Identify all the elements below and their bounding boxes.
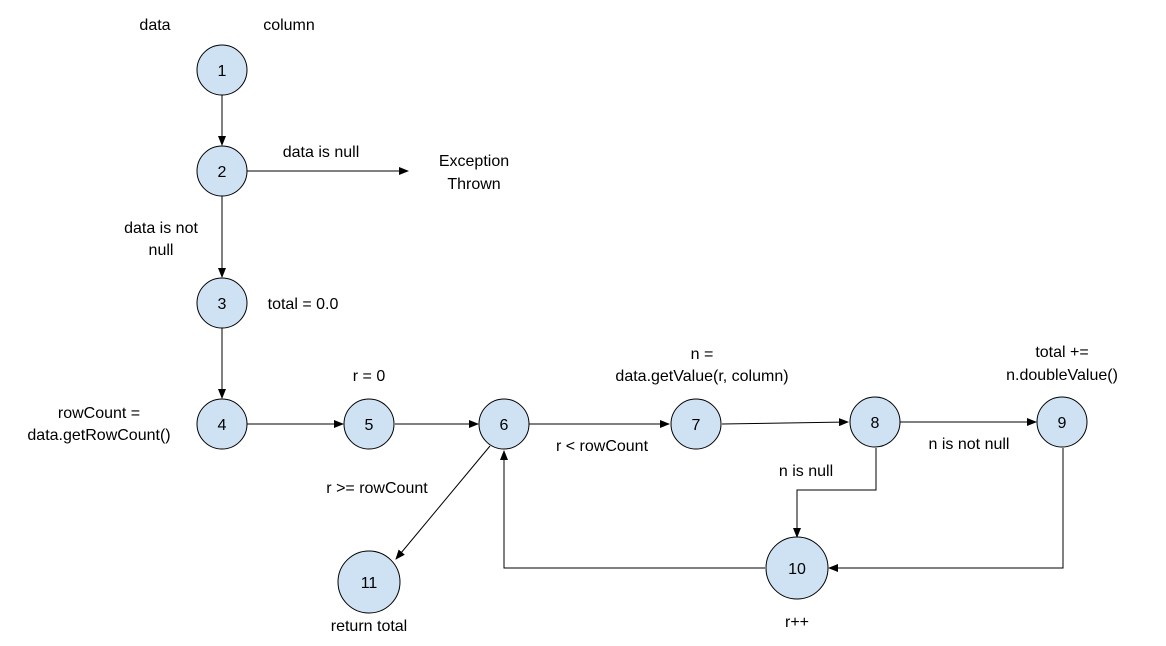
node-4-statement-line2: data.getRowCount() [27, 427, 170, 444]
node-7-statement-line2: data.getValue(r, column) [615, 368, 788, 385]
node-6: 6 [478, 398, 530, 450]
edge-6-11 [395, 445, 491, 560]
node-11: 11 [337, 550, 401, 614]
node-5-label: 5 [365, 417, 374, 434]
node-8: 8 [849, 396, 901, 448]
edge-7-8 [721, 418, 849, 427]
node-4-label: 4 [218, 417, 227, 434]
edge-label-data-is-null: data is null [283, 144, 360, 161]
node-5: 5 [343, 398, 395, 450]
node-7-label: 7 [692, 417, 701, 434]
node-4-statement-line1: rowCount = [58, 405, 140, 422]
node-10-label: 10 [788, 561, 806, 578]
exception-label-line1: Exception [439, 153, 509, 170]
edge-10-6 [500, 450, 765, 569]
exception-label-line2: Thrown [447, 176, 500, 193]
node-3-label: 3 [218, 296, 227, 313]
node-1: 1 [196, 44, 248, 96]
edge-label-data-not-null-line2: null [149, 242, 174, 259]
node-2: 2 [196, 145, 248, 197]
edge-8-10 [793, 448, 877, 538]
node-9-statement-line1: total += [1035, 344, 1088, 361]
node-8-label: 8 [871, 415, 880, 432]
node-10-statement: r++ [785, 614, 809, 631]
node-7: 7 [670, 398, 722, 450]
param-column-label: column [263, 17, 315, 34]
node-6-label: 6 [500, 417, 509, 434]
nodes: 1 2 3 4 5 6 7 8 [196, 44, 1088, 614]
edge-label-r-lt-rowcount: r < rowCount [556, 438, 649, 455]
node-5-statement: r = 0 [353, 368, 386, 385]
edge-label-n-not-null: n is not null [929, 436, 1010, 453]
node-7-statement-line1: n = [691, 346, 714, 363]
param-data-label: data [139, 17, 170, 34]
node-9-label: 9 [1058, 415, 1067, 432]
node-4: 4 [196, 398, 248, 450]
annotations: data column data is null Exception Throw… [27, 17, 1117, 635]
edges [218, 95, 1064, 572]
node-3-statement: total = 0.0 [268, 296, 339, 313]
node-3: 3 [196, 277, 248, 329]
node-9: 9 [1036, 396, 1088, 448]
node-10: 10 [765, 536, 829, 600]
node-11-statement: return total [331, 618, 407, 635]
node-2-label: 2 [218, 164, 227, 181]
node-11-label: 11 [361, 575, 378, 592]
node-1-label: 1 [218, 63, 227, 80]
edge-9-10 [828, 448, 1064, 572]
edge-label-n-is-null: n is null [779, 463, 833, 480]
edge-label-r-ge-rowcount: r >= rowCount [326, 480, 428, 497]
edge-label-data-not-null-line1: data is not [124, 220, 198, 237]
node-9-statement-line2: n.doubleValue() [1006, 367, 1118, 384]
